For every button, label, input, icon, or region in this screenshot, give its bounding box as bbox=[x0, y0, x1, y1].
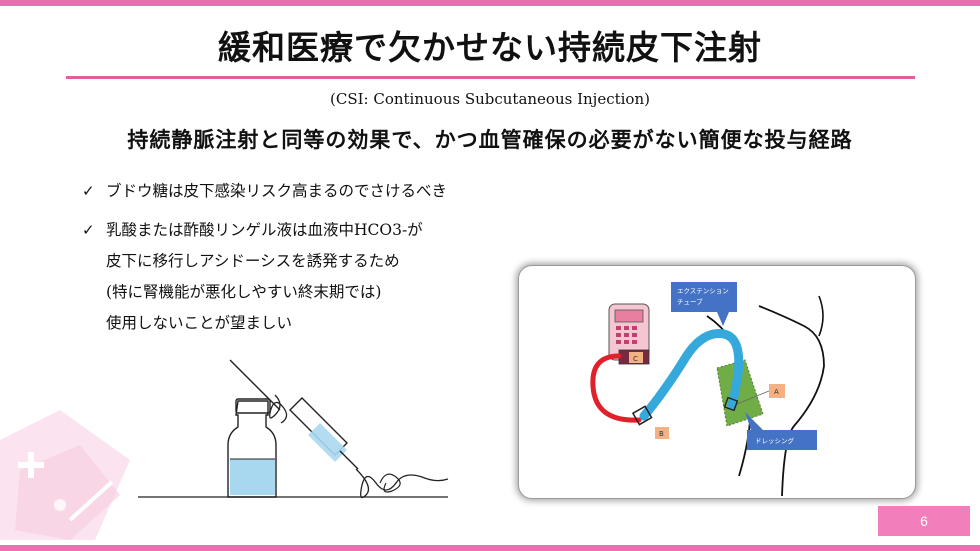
label-b: B bbox=[659, 430, 664, 438]
infusion-setup-diagram: エクステンション チューブ ドレッシング C B A bbox=[518, 265, 916, 499]
slide-title: 緩和医療で欠かせない持続皮下注射 bbox=[218, 28, 762, 67]
bullet-item: ✓ ブドウ糖は皮下感染リスク高まるのでさけるべき bbox=[82, 176, 522, 207]
bullet-item: ✓ 乳酸または酢酸リンゲル液は血液中HCO3-が 皮下に移行しアシドーシスを誘発… bbox=[82, 215, 522, 339]
top-accent-bar bbox=[0, 0, 980, 6]
decorative-background-icon bbox=[0, 410, 130, 540]
label-a: A bbox=[774, 388, 779, 396]
bottom-accent-bar bbox=[0, 545, 980, 551]
checkmark-icon: ✓ bbox=[82, 221, 95, 239]
callout-extension-line2: チューブ bbox=[677, 297, 703, 306]
bullet-text: ブドウ糖は皮下感染リスク高まるのでさけるべき bbox=[106, 182, 448, 200]
page-number: 6 bbox=[878, 506, 970, 536]
syringe-vial-illustration-icon bbox=[138, 359, 449, 499]
callout-extension-line1: エクステンション bbox=[677, 287, 729, 295]
checkmark-icon: ✓ bbox=[82, 182, 95, 200]
title-underline bbox=[66, 76, 915, 79]
bullet-text: 乳酸または酢酸リンゲル液は血液中HCO3-が 皮下に移行しアシドーシスを誘発する… bbox=[106, 221, 423, 332]
lead-statement: 持続静脈注射と同等の効果で、かつ血管確保の必要がない簡便な投与経路 bbox=[127, 127, 853, 152]
bullet-list: ✓ ブドウ糖は皮下感染リスク高まるのでさけるべき ✓ 乳酸または酢酸リンゲル液は… bbox=[82, 176, 522, 339]
callout-dressing: ドレッシング bbox=[755, 436, 795, 445]
label-c: C bbox=[633, 355, 638, 363]
slide-subtitle: (CSI: Continuous Subcutaneous Injection) bbox=[330, 90, 650, 108]
